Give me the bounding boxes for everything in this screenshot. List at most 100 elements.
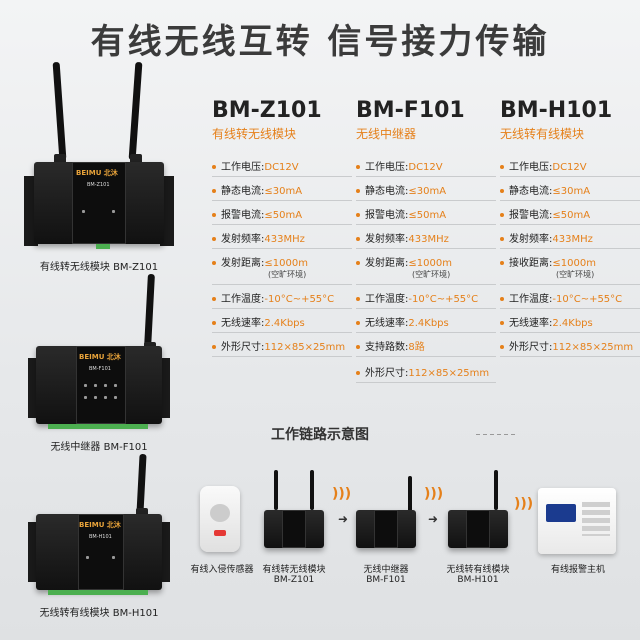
diagram-title: 工作链路示意图 [271, 427, 369, 443]
spec-note: (空旷环境) [268, 270, 307, 279]
device-f101-caption: 无线中继器 BM-F101 [50, 442, 148, 453]
spec-value: 112×85×25mm [408, 368, 490, 379]
spec-value: ≤50mA [408, 210, 447, 221]
spec-label: 工作电压: [509, 162, 553, 173]
diagram-label-f101: 无线中继器 BM-F101 [363, 565, 409, 585]
spec-row: 无线速率:2.4Kbps [500, 314, 640, 329]
bullet-dot-icon [500, 345, 504, 349]
spec-value: -10°C~+55°C [408, 294, 479, 305]
spec-value: ≤30mA [552, 186, 591, 197]
spec-row: 报警电流:≤50mA [356, 206, 496, 221]
spec-row: 外形尺寸:112×85×25mm [500, 338, 640, 353]
spec-label: 支持路数: [365, 342, 409, 353]
spec-divider [356, 224, 496, 225]
spec-label: 发射频率: [509, 234, 553, 245]
spec-value: 8路 [408, 342, 425, 353]
spec-value: DC12V [264, 162, 299, 173]
bullet-dot-icon [500, 189, 504, 193]
device-h101-image: BEIMU 北沐 BM-H101 [24, 452, 174, 600]
spec-label: 工作温度: [365, 294, 409, 305]
bullet-dot-icon [212, 345, 216, 349]
spec-row: 静态电流:≤30mA [356, 182, 496, 197]
spec-divider [212, 308, 352, 309]
spec-row: 报警电流:≤50mA [212, 206, 352, 221]
spec-label: 外形尺寸: [365, 368, 409, 379]
spec-label: 静态电流: [221, 186, 265, 197]
diagram-z101-image [262, 470, 326, 550]
spec-divider [356, 284, 496, 285]
spec-row: 发射频率:433MHz [356, 230, 496, 245]
spec-row: 工作温度:-10°C~+55°C [212, 290, 352, 305]
spec-label: 报警电流: [365, 210, 409, 221]
device-h101-caption: 无线转有线模块 BM-H101 [39, 608, 159, 619]
spec-label: 报警电流: [221, 210, 265, 221]
spec-divider [356, 382, 496, 383]
spec-label: 报警电流: [509, 210, 553, 221]
spec-row: 工作电压:DC12V [500, 158, 640, 173]
spec-divider [356, 200, 496, 201]
spec-label: 外形尺寸: [221, 342, 265, 353]
spec-label: 静态电流: [365, 186, 409, 197]
spec-label: 工作电压: [365, 162, 409, 173]
spec-label: 发射距离: [221, 258, 265, 269]
antenna-right [128, 61, 143, 161]
spec-divider [356, 308, 496, 309]
bullet-dot-icon [212, 189, 216, 193]
spec-row: 工作温度:-10°C~+55°C [500, 290, 640, 305]
spec-row: 发射频率:433MHz [212, 230, 352, 245]
spec-note: (空旷环境) [412, 270, 451, 279]
spec-divider [356, 176, 496, 177]
spec-row: 支持路数:8路 [356, 338, 496, 353]
bullet-dot-icon [212, 165, 216, 169]
spec-label: 工作温度: [221, 294, 265, 305]
spec-value: ≤30mA [408, 186, 447, 197]
spec-row: 工作温度:-10°C~+55°C [356, 290, 496, 305]
intrusion-sensor-image [200, 486, 240, 552]
spec-label: 静态电流: [509, 186, 553, 197]
spec-value: ≤1000m [408, 258, 452, 269]
bullet-dot-icon [500, 213, 504, 217]
device-panel-model: BM-Z101 [87, 182, 110, 188]
spec-row: 接收距离:≤1000m(空旷环境) [500, 254, 640, 280]
spec-label: 工作温度: [509, 294, 553, 305]
spec-divider [500, 176, 640, 177]
spec-label: 发射频率: [221, 234, 265, 245]
diagram-label-alarm-host: 有线报警主机 [550, 565, 605, 575]
spec-row: 静态电流:≤30mA [212, 182, 352, 197]
spec-label: 接收距离: [509, 258, 553, 269]
spec-divider [212, 332, 352, 333]
spec-value: 433MHz [408, 234, 449, 245]
spec-row: 发射频率:433MHz [500, 230, 640, 245]
spec-row: 外形尺寸:112×85×25mm [212, 338, 352, 353]
spec-divider [500, 356, 640, 357]
spec-value: DC12V [552, 162, 587, 173]
spec-divider [356, 248, 496, 249]
bullet-dot-icon [356, 297, 360, 301]
spec-divider [500, 308, 640, 309]
spec-divider [212, 176, 352, 177]
bullet-dot-icon [356, 321, 360, 325]
model-name: BM-F101 [356, 98, 465, 123]
bullet-dot-icon [212, 297, 216, 301]
spec-divider [212, 248, 352, 249]
spec-value: ≤1000m [264, 258, 308, 269]
device-brand-logo: BEIMU 北沐 [76, 169, 118, 177]
spec-value: 2.4Kbps [552, 318, 593, 329]
bullet-dot-icon [356, 165, 360, 169]
signal-icon: ))) [424, 486, 444, 502]
model-subtitle: 无线转有线模块 [500, 127, 585, 141]
bullet-dot-icon [356, 345, 360, 349]
model-subtitle: 无线中继器 [356, 127, 417, 141]
model-name: BM-Z101 [212, 98, 322, 123]
bullet-dot-icon [500, 165, 504, 169]
spec-divider [212, 200, 352, 201]
spec-divider [356, 332, 496, 333]
diagram-label-h101: 无线转有线模块 BM-H101 [446, 565, 510, 585]
headline: 有线无线互转 信号接力传输 [90, 22, 550, 62]
spec-label: 工作电压: [221, 162, 265, 173]
bullet-dot-icon [356, 261, 360, 265]
arrow-right-icon: ➜ [338, 512, 349, 526]
bullet-dot-icon [500, 237, 504, 241]
signal-icon: ))) [514, 496, 534, 512]
spec-divider [500, 284, 640, 285]
